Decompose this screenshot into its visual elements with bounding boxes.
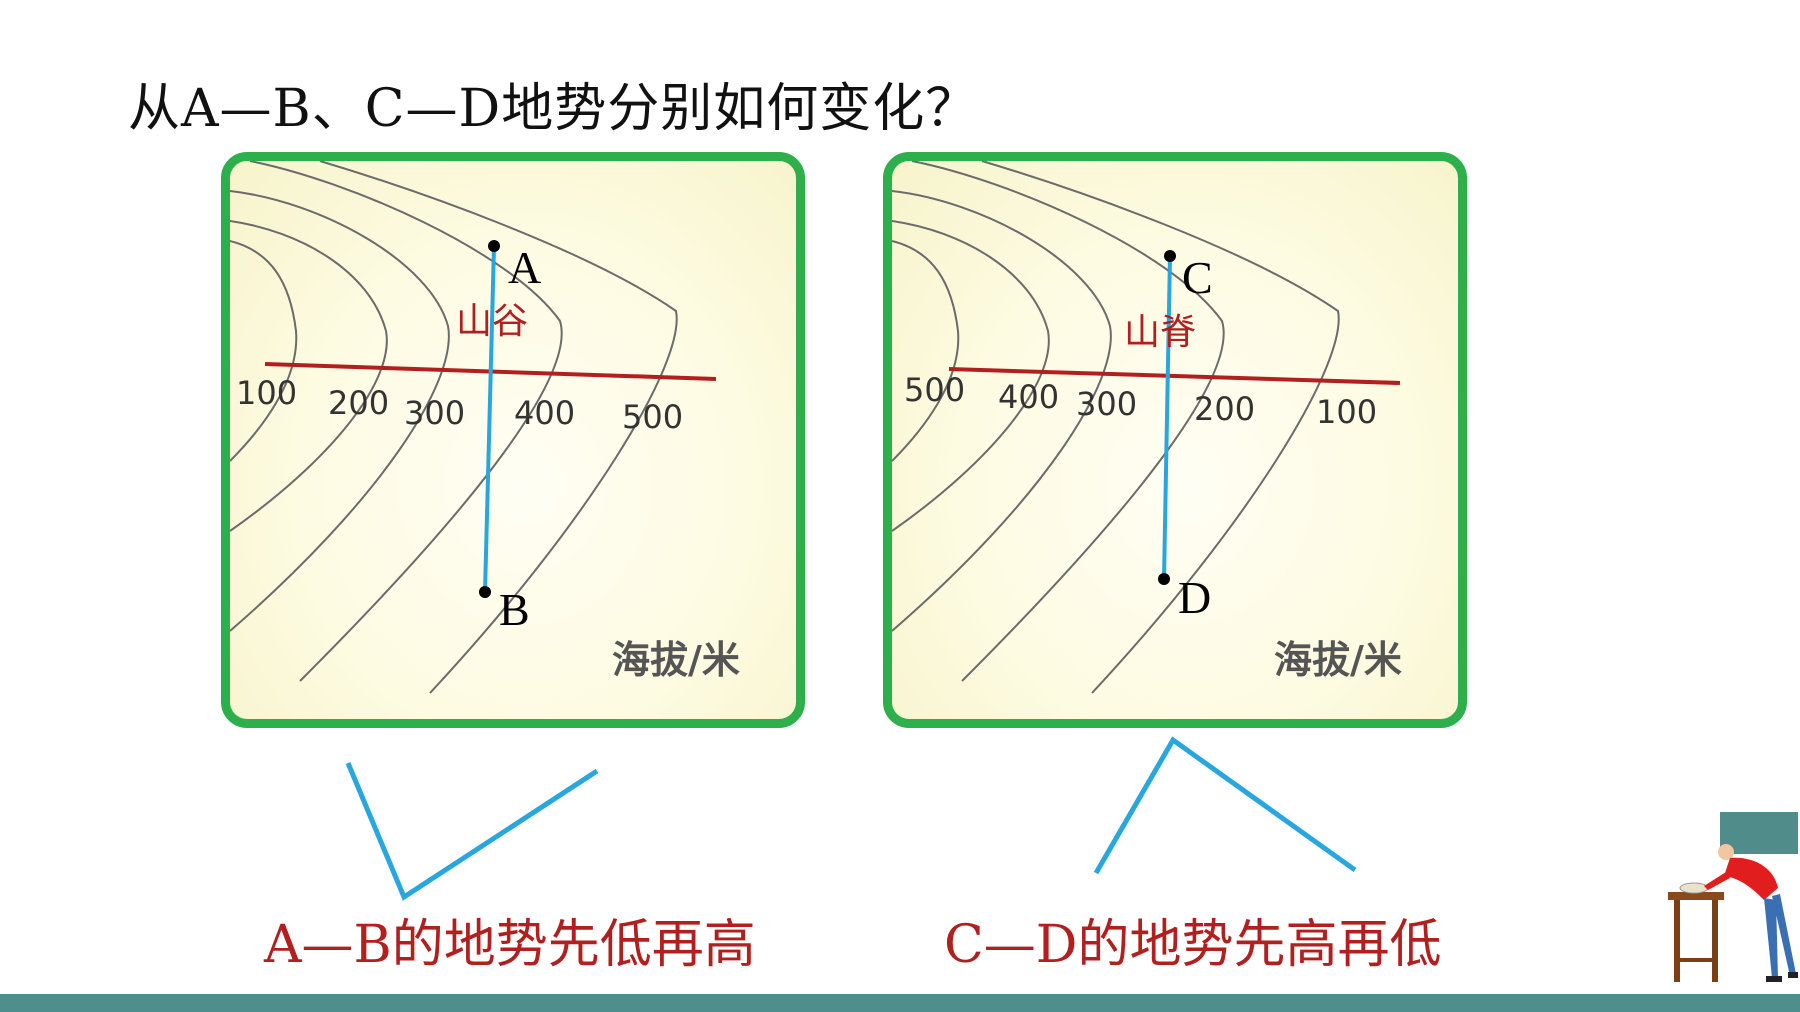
point-d-marker <box>1158 573 1170 585</box>
table-top <box>1668 892 1724 900</box>
point-c-marker <box>1164 250 1176 262</box>
contour-line-100 <box>230 240 298 462</box>
person-body <box>1724 857 1778 900</box>
landform-label: 山脊 <box>1124 312 1196 353</box>
contour-line-200 <box>911 161 1225 682</box>
point-d-label: D <box>1178 572 1211 623</box>
profile-valley-v-shape <box>345 762 599 901</box>
contour-map-valley: A B 山谷 100 200 300 400 500 海拔/米 <box>221 152 805 728</box>
contour-lines <box>892 161 1340 694</box>
point-a-label: A <box>508 242 541 293</box>
contour-labels: 500 400 300 200 100 <box>904 371 1377 431</box>
contour-line-500 <box>319 161 678 694</box>
table-leg <box>1712 900 1718 982</box>
clipart-person-at-table <box>1668 812 1798 982</box>
legend-altitude: 海拔/米 <box>1274 638 1402 682</box>
contour-label: 200 <box>328 384 389 422</box>
point-b-marker <box>479 586 491 598</box>
contour-map-ridge: C D 山脊 500 400 300 200 100 海拔/米 <box>883 152 1467 728</box>
contour-line-300 <box>230 190 450 632</box>
profile-ridge-lambda-shape <box>1093 736 1357 875</box>
contour-line-200 <box>230 220 388 532</box>
contour-label: 200 <box>1194 390 1255 428</box>
wall-panel <box>1720 812 1798 854</box>
contour-map-valley-drawing: A B 山谷 100 200 300 400 500 海拔/米 <box>230 161 740 694</box>
point-b-label: B <box>499 584 530 635</box>
contour-line-400 <box>249 161 563 682</box>
contour-labels: 100 200 300 400 500 <box>236 374 683 436</box>
cross-section-line <box>948 367 1401 385</box>
table-item <box>1679 882 1709 894</box>
person-arm <box>1704 872 1730 890</box>
point-c-label: C <box>1182 252 1213 303</box>
table-leg <box>1674 900 1680 982</box>
contour-label: 100 <box>236 374 297 412</box>
contour-map-ridge-drawing: C D 山脊 500 400 300 200 100 海拔/米 <box>892 161 1402 694</box>
question-title: 从A—B、C—D地势分别如何变化？ <box>128 79 979 139</box>
contour-label: 500 <box>904 371 965 409</box>
contour-label: 100 <box>1316 393 1377 431</box>
legend-altitude: 海拔/米 <box>612 638 740 682</box>
caption-a-b: A—B的地势先低再高 <box>264 915 756 975</box>
person-shoe <box>1788 972 1798 978</box>
point-a-marker <box>488 240 500 252</box>
contour-lines <box>230 161 678 694</box>
profile-line-a-b <box>483 245 496 593</box>
contour-label: 400 <box>998 378 1059 416</box>
footer-bar <box>0 994 1800 1012</box>
contour-line-400 <box>892 220 1050 532</box>
contour-label: 500 <box>622 398 683 436</box>
contour-line-300 <box>892 190 1112 632</box>
caption-c-d: C—D的地势先高再低 <box>944 915 1442 975</box>
table-rail <box>1674 958 1718 962</box>
person-shoe <box>1766 976 1782 982</box>
person-head <box>1718 844 1734 860</box>
contour-line-500 <box>892 240 960 462</box>
landform-label: 山谷 <box>456 301 528 342</box>
profile-line-c-d <box>1162 255 1172 580</box>
contour-label: 400 <box>514 394 575 432</box>
contour-label: 300 <box>1076 385 1137 423</box>
person-legs <box>1764 894 1796 978</box>
contour-label: 300 <box>404 394 465 432</box>
contour-line-100 <box>981 161 1340 694</box>
